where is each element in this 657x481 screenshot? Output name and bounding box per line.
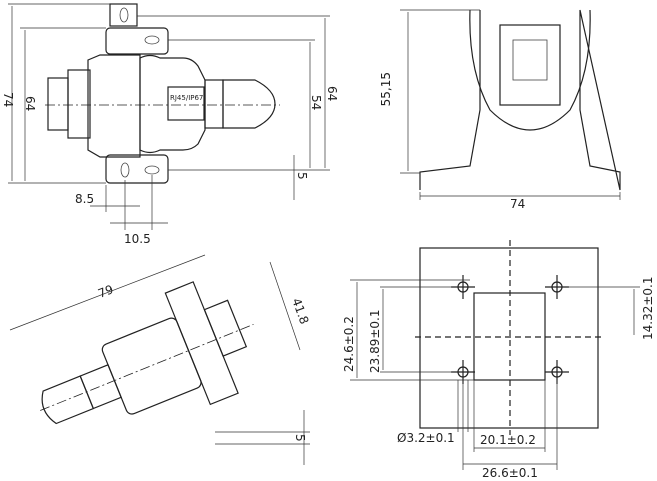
dim-74-width: 74 xyxy=(510,197,525,211)
side-view: RJ45/IP67 74 64 54 64 5 8.5 10.5 xyxy=(1,3,339,246)
dim-5-iso: 5 xyxy=(293,434,307,442)
dim-20-1: 20.1±0.2 xyxy=(480,433,536,447)
dim-79: 79 xyxy=(96,282,115,301)
front-collar xyxy=(87,54,141,158)
mounting-holes xyxy=(451,275,569,384)
iso-thread xyxy=(79,364,122,410)
slot-icon xyxy=(144,35,160,45)
panel-outline xyxy=(419,247,599,429)
iso-view: 79 41.8 5 xyxy=(9,254,311,465)
dim-64: 64 xyxy=(23,96,37,111)
rj45-socket xyxy=(67,69,91,139)
dim-14-32: 14.32±0.1 xyxy=(641,277,655,341)
base-outline xyxy=(419,9,621,191)
thread xyxy=(204,79,224,129)
panel-cutout: 24.6±0.2 23.89±0.1 14.32±0.1 Ø3.2±0.1 20… xyxy=(342,240,655,480)
socket-front xyxy=(499,24,561,106)
label-area xyxy=(167,86,205,121)
iso-body xyxy=(101,317,202,415)
slot-icon xyxy=(119,7,129,23)
dim-74: 74 xyxy=(1,92,15,107)
upper-flange xyxy=(105,27,169,55)
slot-icon xyxy=(120,162,130,178)
dim-8-5: 8.5 xyxy=(75,192,94,206)
slot-icon xyxy=(144,165,160,175)
iso-gland xyxy=(41,375,95,425)
dim-10-5: 10.5 xyxy=(124,232,151,246)
lower-flange xyxy=(105,154,169,184)
iso-socket xyxy=(203,299,248,357)
top-tab xyxy=(109,3,138,27)
dim-5: 5 xyxy=(295,172,309,180)
dim-23-89: 23.89±0.1 xyxy=(368,310,382,374)
cable-gland xyxy=(222,79,276,129)
front-view: 55,15 74 xyxy=(379,9,621,211)
product-label: RJ45/IP67 xyxy=(170,94,203,102)
dim-64-right: 64 xyxy=(325,86,339,101)
dim-41-8: 41.8 xyxy=(289,296,311,326)
housing-arc xyxy=(469,9,591,131)
dim-hole-diameter: Ø3.2±0.1 xyxy=(397,431,455,445)
dim-54: 54 xyxy=(309,95,323,110)
contacts xyxy=(512,39,548,81)
dim-26-6: 26.6±0.1 xyxy=(482,466,538,480)
rj45-latch xyxy=(47,77,69,131)
main-body xyxy=(139,54,206,154)
dim-24-6: 24.6±0.2 xyxy=(342,316,356,372)
dim-55-15: 55,15 xyxy=(379,72,393,106)
